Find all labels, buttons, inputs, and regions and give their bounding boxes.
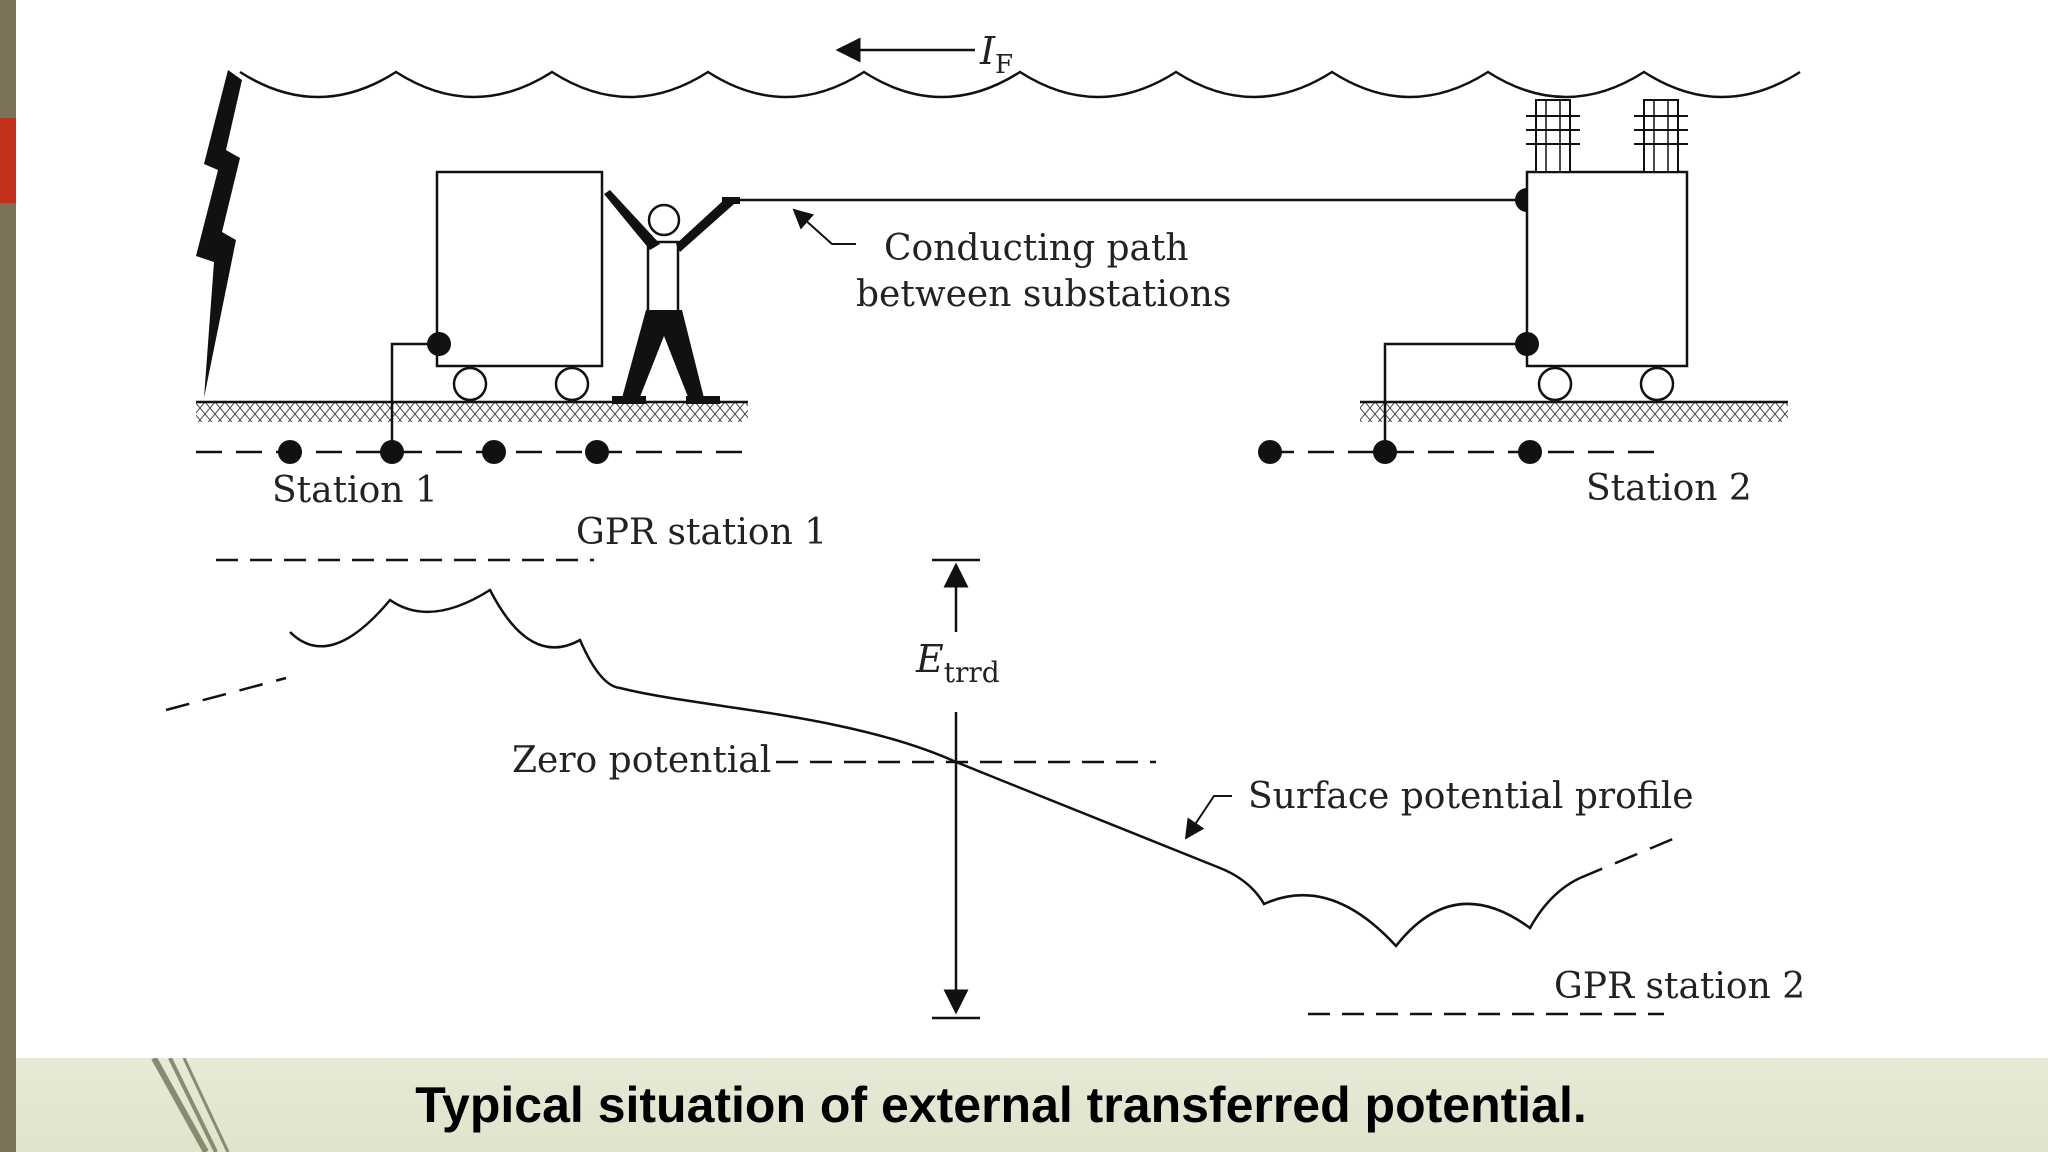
conducting-path-label-line1: Conducting path <box>884 228 1189 269</box>
transferred-potential-diagram: IF Conducting path between substations <box>165 29 1805 1020</box>
surface-profile-label: Surface potential profile <box>1248 776 1694 817</box>
bushing-icon <box>1526 99 1580 173</box>
slide-left-bar <box>0 0 16 1152</box>
ground-grid-station2 <box>1258 440 1656 464</box>
surface-potential-profile <box>289 588 1581 948</box>
bushing-icon <box>1634 99 1688 173</box>
etrrd-label: Etrrd <box>915 637 1000 689</box>
station2-label: Station 2 <box>1586 468 1752 509</box>
caption-bar: Typical situation of external transferre… <box>16 1058 2048 1152</box>
slide-left-accent <box>0 118 16 203</box>
profile-extension-left <box>165 676 287 712</box>
gpr-station2-label: GPR station 2 <box>1554 966 1805 1007</box>
fault-current-label: IF <box>979 29 1013 80</box>
ground-grid-station1 <box>196 440 748 464</box>
zero-potential-label: Zero potential <box>512 740 771 781</box>
slide-ornament-icon <box>151 1058 230 1152</box>
conducting-path-label-line2: between substations <box>856 274 1231 315</box>
ground-surface-station2 <box>1360 402 1788 422</box>
gpr-station1-label: GPR station 1 <box>576 512 827 553</box>
lightning-bolt-icon <box>196 70 242 398</box>
surface-profile-leader <box>1184 795 1232 840</box>
conducting-path-leader <box>792 208 856 245</box>
equipment-cabinet-station1 <box>390 170 604 452</box>
ground-surface-station1 <box>196 402 748 422</box>
substation-station2 <box>1383 99 1689 452</box>
figure-caption: Typical situation of external transferre… <box>415 1077 1587 1133</box>
overhead-wire <box>239 70 1801 99</box>
person-figure <box>604 190 734 404</box>
profile-extension-right <box>1579 834 1681 880</box>
station1-label: Station 1 <box>272 470 438 511</box>
